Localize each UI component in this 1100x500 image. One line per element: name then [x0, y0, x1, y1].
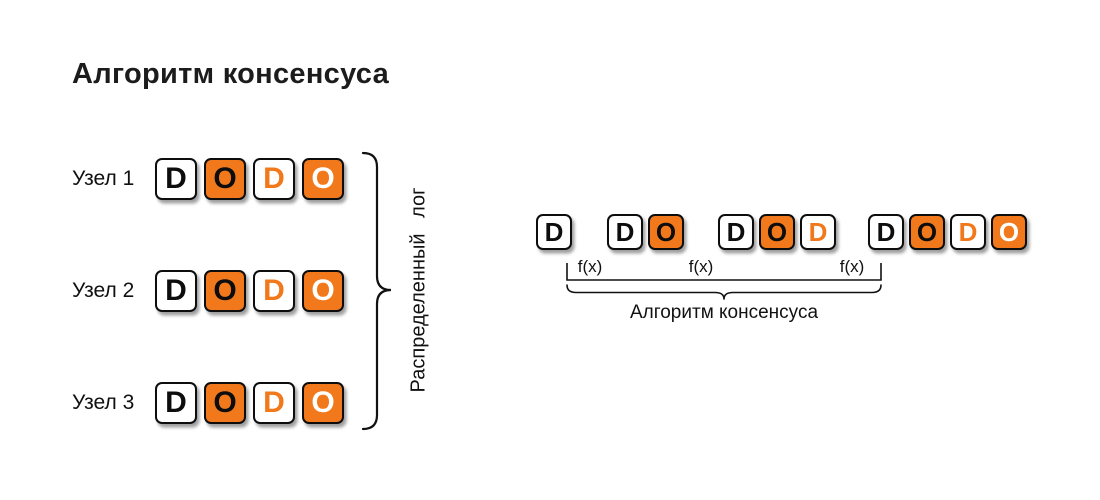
- fx-bracket-line: [566, 263, 882, 281]
- tile-d: D: [155, 158, 197, 200]
- tile-o: O: [759, 214, 795, 250]
- sequence-group: D: [536, 214, 572, 250]
- tile-d: D: [800, 214, 836, 250]
- curly-brace-vertical: [361, 151, 392, 431]
- distributed-log-label: Распределенный лог: [407, 187, 430, 393]
- tile-o: O: [991, 214, 1027, 250]
- tile-o: O: [204, 382, 246, 424]
- tile-o: O: [204, 158, 246, 200]
- node-label: Узел 2: [72, 279, 135, 302]
- tile-d: D: [155, 270, 197, 312]
- tile-o: O: [302, 158, 344, 200]
- tile-d: D: [607, 214, 643, 250]
- fx-label: f(x): [835, 257, 869, 277]
- tile-o: O: [302, 382, 344, 424]
- tile-d: D: [253, 382, 295, 424]
- tile-d: D: [718, 214, 754, 250]
- fx-label: f(x): [684, 257, 718, 277]
- tile-o: O: [204, 270, 246, 312]
- tile-o: O: [302, 270, 344, 312]
- tile-o: O: [909, 214, 945, 250]
- node-label: Узел 1: [72, 167, 135, 190]
- page-title: Алгоритм консенсуса: [72, 58, 390, 90]
- node-label: Узел 3: [72, 391, 135, 414]
- curly-brace-horizontal: [566, 284, 882, 300]
- fx-label: f(x): [573, 257, 607, 277]
- tile-d: D: [868, 214, 904, 250]
- tile-d: D: [253, 270, 295, 312]
- tile-o: O: [648, 214, 684, 250]
- tile-d: D: [253, 158, 295, 200]
- consensus-caption: Алгоритм консенсуса: [629, 302, 819, 323]
- tile-d: D: [950, 214, 986, 250]
- tile-d: D: [155, 382, 197, 424]
- tile-d: D: [536, 214, 572, 250]
